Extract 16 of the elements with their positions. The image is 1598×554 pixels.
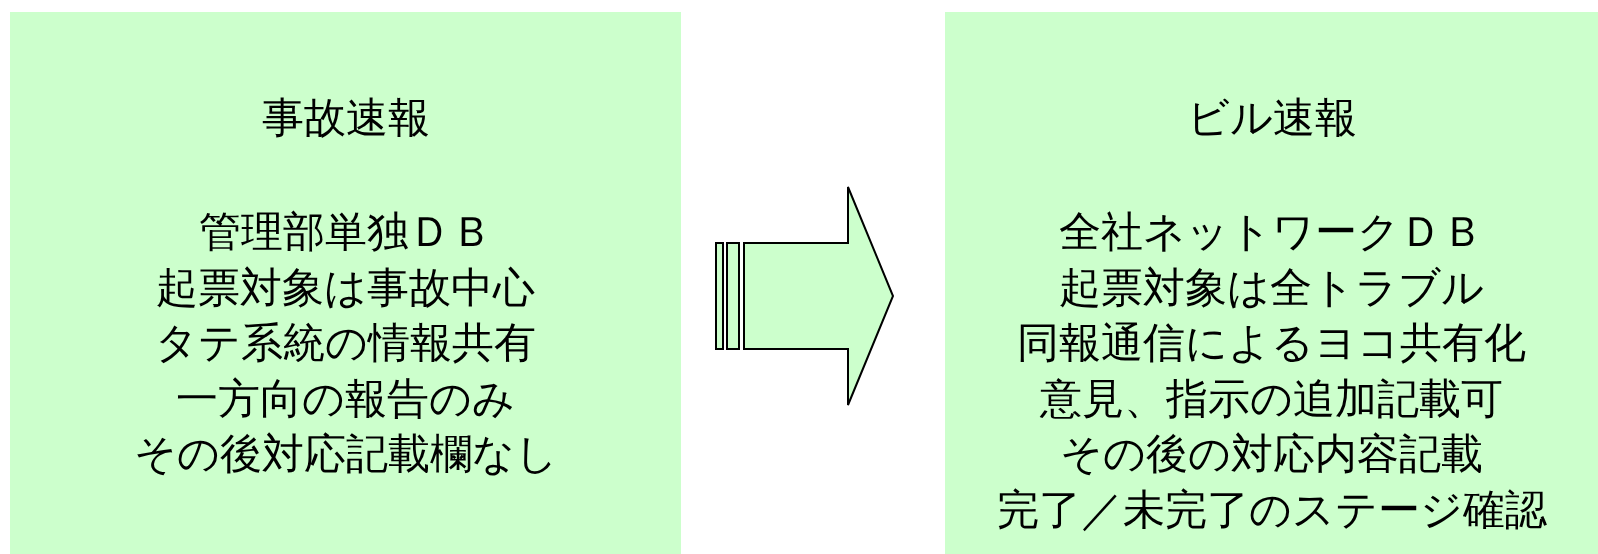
text-panel	[945, 12, 1598, 554]
body-text: タテ系統の情報共有	[155, 319, 536, 367]
body-text: 管理部単独ＤＢ	[198, 208, 493, 256]
body-text: 起票対象は全トラブル	[1059, 263, 1484, 312]
body-text: 完了／未完了のステージ確認	[996, 485, 1547, 534]
body-text: 起票対象は事故中心	[156, 263, 535, 312]
body-text: 一方向の報告のみ	[176, 374, 515, 423]
text-panel	[10, 12, 681, 554]
body-text: 全社ネットワークＤＢ	[1059, 208, 1484, 256]
heading: ビル速報	[1186, 94, 1357, 142]
body-text: 意見、指示の追加記載可	[1040, 374, 1503, 423]
heading: 事故速報	[261, 94, 430, 142]
body-text: その後対応記載欄なし	[133, 430, 558, 478]
block-arrow	[715, 186, 895, 406]
body-text: 同報通信によるヨコ共有化	[1017, 319, 1526, 367]
body-text: その後の対応内容記載	[1060, 430, 1483, 478]
